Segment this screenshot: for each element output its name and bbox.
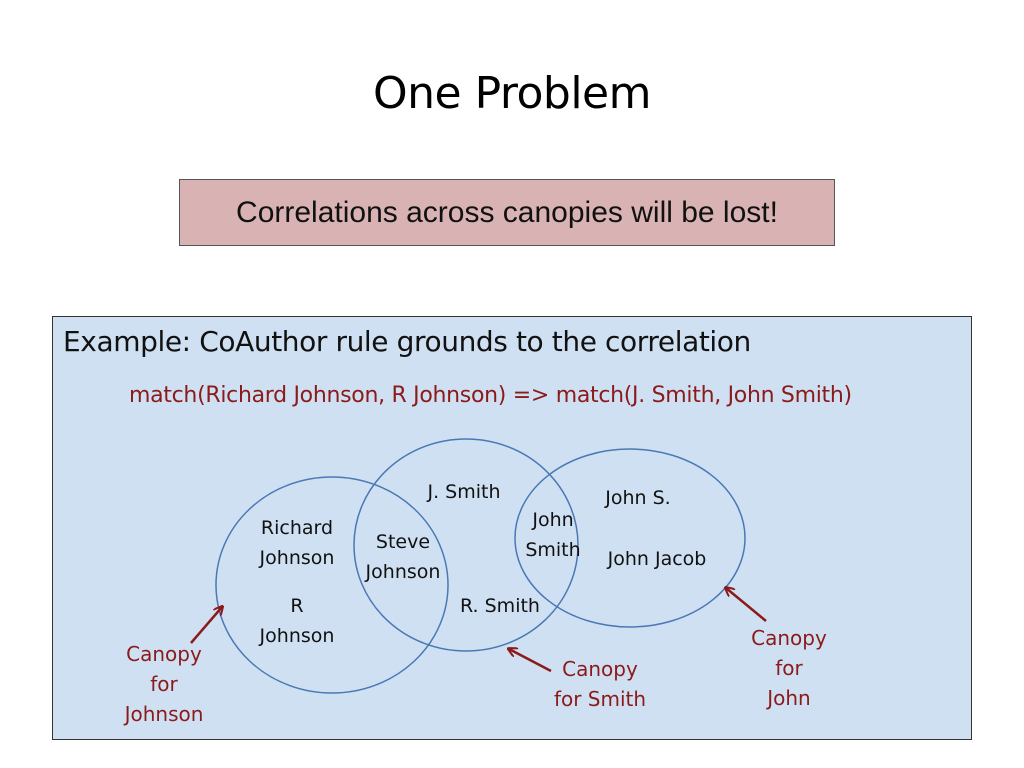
slide-title: One Problem xyxy=(373,68,651,119)
canopy-john-label: Canopy for John xyxy=(751,626,827,710)
node-john-smith: John Smith xyxy=(525,509,581,561)
arrow-smith xyxy=(509,649,552,673)
example-heading: Example: CoAuthor rule grounds to the co… xyxy=(63,325,751,358)
node-r-johnson: R Johnson xyxy=(259,595,335,647)
canopy-smith-circle xyxy=(353,438,579,652)
callout-text: Correlations across canopies will be los… xyxy=(236,195,778,229)
rule-text: match(Richard Johnson, R Johnson) => mat… xyxy=(129,383,852,408)
canopy-johnson-circle xyxy=(215,476,449,694)
node-j-smith: J. Smith xyxy=(427,481,501,503)
callout-box: Correlations across canopies will be los… xyxy=(179,179,835,246)
node-r-smith: R. Smith xyxy=(460,595,540,617)
canopy-smith-label: Canopy for Smith xyxy=(553,657,647,711)
node-john-s: John S. xyxy=(605,487,671,509)
node-richard-johnson: Richard Johnson xyxy=(259,517,335,569)
example-panel: Example: CoAuthor rule grounds to the co… xyxy=(52,316,972,740)
node-steve-johnson: Steve Johnson xyxy=(365,531,441,583)
canopy-john-circle xyxy=(514,448,746,628)
arrow-johnson xyxy=(190,607,222,644)
canopy-johnson-label: Canopy for Johnson xyxy=(124,642,204,726)
arrow-john xyxy=(726,588,767,622)
node-john-jacob: John Jacob xyxy=(607,548,707,570)
